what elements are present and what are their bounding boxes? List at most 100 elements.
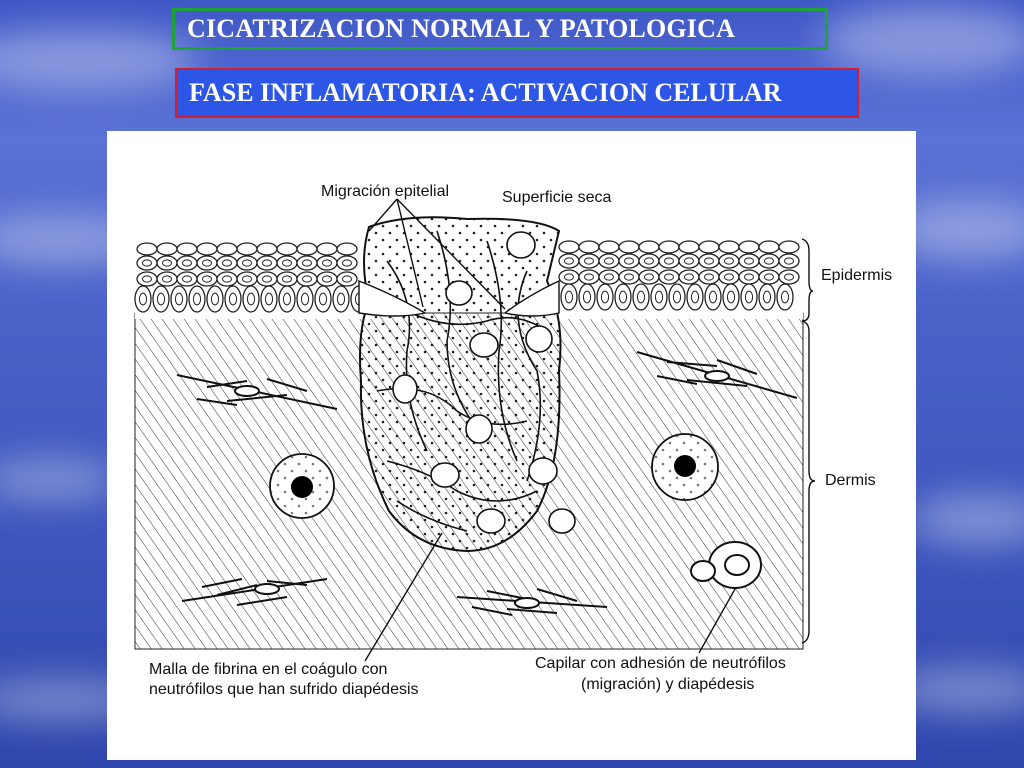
- epidermal-cell: [136, 242, 158, 256]
- epidermal-cell: [598, 240, 620, 254]
- epidermal-cell-nucleus: [744, 257, 754, 265]
- epidermal-cell-nucleus: [302, 275, 312, 283]
- epidermal-cell: [758, 240, 780, 254]
- epithelial-tongue-right: [503, 279, 560, 317]
- epidermal-cell-nucleus: [618, 290, 628, 304]
- epidermal-cell-nucleus: [604, 273, 614, 281]
- epidermal-cell-nucleus: [690, 290, 700, 304]
- epidermal-cell-nucleus: [780, 290, 790, 304]
- epidermal-cell: [216, 242, 238, 256]
- label-dry-surface: Superficie seca: [502, 189, 612, 206]
- neutrophils-in-clot: [392, 231, 576, 534]
- epidermal-cell-nucleus: [724, 257, 734, 265]
- epidermal-cell-nucleus: [222, 259, 232, 267]
- epidermal-cell-nucleus: [664, 257, 674, 265]
- epidermal-cell: [658, 240, 680, 254]
- epidermal-cell: [618, 240, 640, 254]
- epidermal-cell: [256, 242, 278, 256]
- label-epithelial-migration: Migración epitelial: [321, 183, 450, 200]
- epidermal-cell-nucleus: [142, 259, 152, 267]
- fibrin-clot: [359, 216, 562, 553]
- epidermal-cell-nucleus: [242, 259, 252, 267]
- epidermal-cell: [718, 240, 740, 254]
- epidermal-cell-nucleus: [202, 259, 212, 267]
- epidermal-cell-nucleus: [644, 257, 654, 265]
- epidermal-cell-nucleus: [744, 290, 754, 304]
- epidermal-cell-nucleus: [264, 292, 274, 306]
- label-capillary-line2: (migración) y diapédesis: [581, 676, 755, 693]
- epidermal-cell-nucleus: [664, 273, 674, 281]
- epidermal-cell-nucleus: [300, 292, 310, 306]
- epidermal-cell-nucleus: [600, 290, 610, 304]
- capillary: [690, 541, 762, 589]
- epidermal-cell-nucleus: [624, 273, 634, 281]
- epidermal-cell-nucleus: [318, 292, 328, 306]
- epidermal-cell-nucleus: [174, 292, 184, 306]
- label-dermis: Dermis: [825, 472, 876, 489]
- epithelial-tongue-left: [358, 279, 427, 317]
- epidermal-cell-nucleus: [142, 275, 152, 283]
- dermal-cell-right: [651, 433, 719, 501]
- label-fibrin-mesh-line2: neutrófilos que han sufrido diapédesis: [149, 681, 419, 698]
- epidermal-cell-nucleus: [784, 273, 794, 281]
- epidermal-cell-nucleus: [262, 259, 272, 267]
- epidermal-cell-nucleus: [764, 257, 774, 265]
- slide-subtitle: FASE INFLAMATORIA: ACTIVACION CELULAR: [175, 68, 859, 118]
- epidermal-cell: [738, 240, 760, 254]
- epidermal-cell-nucleus: [672, 290, 682, 304]
- epidermal-cell: [578, 240, 600, 254]
- epidermal-cell: [678, 240, 700, 254]
- epidermal-cell-nucleus: [202, 275, 212, 283]
- epidermal-cell-nucleus: [654, 290, 664, 304]
- epidermal-cell: [276, 242, 298, 256]
- epidermal-cell-nucleus: [282, 275, 292, 283]
- epidermal-cell-nucleus: [762, 290, 772, 304]
- epidermal-cell-nucleus: [636, 290, 646, 304]
- epidermal-cell-nucleus: [210, 292, 220, 306]
- epidermal-cell-nucleus: [156, 292, 166, 306]
- epidermal-cell-nucleus: [708, 290, 718, 304]
- epidermal-cell-nucleus: [582, 290, 592, 304]
- epidermal-cell-nucleus: [564, 257, 574, 265]
- label-fibrin-mesh-line1: Malla de fibrina en el coágulo con: [149, 661, 388, 678]
- epidermal-cell-nucleus: [604, 257, 614, 265]
- epidermal-cell-nucleus: [744, 273, 754, 281]
- label-capillary-line1: Capilar con adhesión de neutrófilos: [535, 655, 786, 672]
- epidermal-cell-nucleus: [704, 273, 714, 281]
- epidermal-cell: [638, 240, 660, 254]
- fibroblasts: [176, 351, 798, 616]
- epidermal-cell-nucleus: [724, 273, 734, 281]
- diagram-drawing: [134, 198, 816, 662]
- epidermal-cell-nucleus: [182, 275, 192, 283]
- epidermal-cell-nucleus: [624, 257, 634, 265]
- fibrin-strands: [376, 230, 548, 532]
- epidermal-cell-nucleus: [246, 292, 256, 306]
- epidermal-cell-nucleus: [584, 273, 594, 281]
- epidermal-cell-nucleus: [764, 273, 774, 281]
- epidermal-cell: [316, 242, 338, 256]
- epidermal-cell-nucleus: [322, 275, 332, 283]
- epidermal-cell: [336, 242, 358, 256]
- epidermal-cell: [236, 242, 258, 256]
- epidermal-cell-nucleus: [584, 257, 594, 265]
- epidermal-cell-nucleus: [684, 273, 694, 281]
- epidermal-cell-nucleus: [684, 257, 694, 265]
- epidermal-cell-nucleus: [644, 273, 654, 281]
- epidermal-cell-nucleus: [162, 259, 172, 267]
- epidermal-cell: [698, 240, 720, 254]
- epidermal-cell-nucleus: [564, 290, 574, 304]
- epidermal-cell: [176, 242, 198, 256]
- epidermal-cell-nucleus: [222, 275, 232, 283]
- epidermal-cells: [134, 240, 800, 313]
- epidermal-cell-nucleus: [282, 292, 292, 306]
- epidermal-cell-nucleus: [182, 259, 192, 267]
- epidermal-cell-nucleus: [192, 292, 202, 306]
- epidermal-cell-nucleus: [242, 275, 252, 283]
- epidermal-cell-nucleus: [262, 275, 272, 283]
- epidermal-cell-nucleus: [162, 275, 172, 283]
- epidermal-cell-nucleus: [726, 290, 736, 304]
- label-epidermis: Epidermis: [821, 267, 893, 284]
- epidermal-cell: [296, 242, 318, 256]
- epidermal-cell-nucleus: [302, 259, 312, 267]
- wound-healing-diagram: Migración epitelial Superficie seca Epid…: [107, 131, 916, 760]
